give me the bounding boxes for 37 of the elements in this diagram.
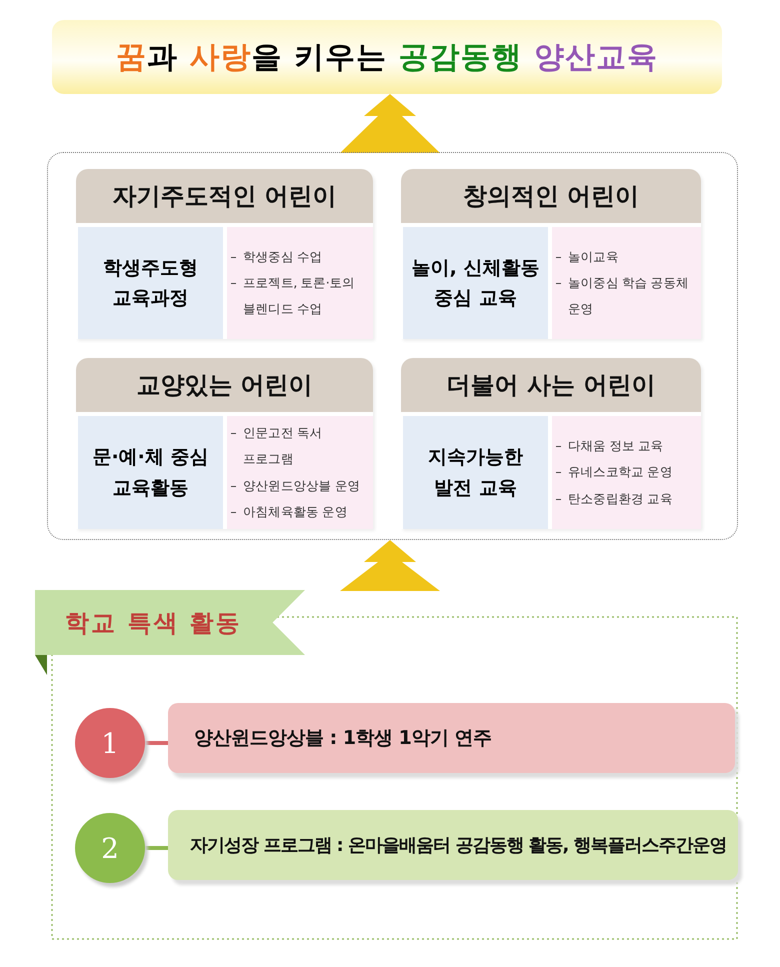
card: [401, 169, 701, 339]
list-item: 다채움 정보 교육: [555, 433, 700, 460]
dotted-frame: [47, 152, 738, 540]
list-item: 놀이중심 학습 공동체 운영: [555, 270, 700, 322]
list-cell: [552, 416, 701, 529]
list-item: 놀이교육: [555, 244, 700, 270]
cell: 놀이, 신체활동 중심 교육: [403, 227, 548, 339]
header-band: 교양있는 어린이: [76, 358, 373, 412]
activity-bar: 자기성장 프로그램 : 온마을배움터 공감동행 활동, 행복플러스주간운영: [168, 810, 738, 880]
card: [76, 358, 373, 529]
cell: 지속가능한 발전 교육: [403, 416, 548, 529]
list-item: 양산윈드앙상블 운영: [230, 472, 372, 499]
list-item: 인문고전 독서 프로그램: [230, 420, 372, 472]
card: [401, 358, 701, 529]
title-banner: 꿈과 사랑을 키우는 공감동행 양산교육: [52, 20, 722, 94]
list-cell: [227, 227, 373, 339]
header-band: 자기주도적인 어린이: [76, 169, 373, 223]
header-band: 창의적인 어린이: [401, 169, 701, 223]
arrow: [340, 540, 440, 591]
cell: 학생주도형 교육과정: [78, 227, 223, 339]
list-cell: [227, 416, 373, 529]
cell: 문·예·체 중심 교육활동: [78, 416, 223, 529]
connector-line: [145, 846, 168, 850]
card: [76, 169, 373, 339]
list-item: 학생중심 수업: [230, 244, 372, 270]
list-cell: [552, 227, 701, 339]
heading-ribbon: 학교 특색 활동: [35, 590, 305, 655]
list-item: 유네스코학교 운영: [555, 459, 700, 486]
list-item: 아침체육활동 운영: [230, 498, 372, 525]
number-circle: 2: [75, 813, 145, 883]
activity-bar: 양산윈드앙상블 : 1학생 1악기 연주: [168, 703, 735, 773]
number-circle: 1: [75, 708, 145, 778]
list-item: 프로젝트, 토론·토의 블렌디드 수업: [230, 270, 372, 322]
arrow: [340, 94, 440, 153]
connector-line: [145, 741, 168, 745]
header-band: 더불어 사는 어린이: [401, 358, 701, 412]
list-item: 탄소중립환경 교육: [555, 486, 700, 512]
